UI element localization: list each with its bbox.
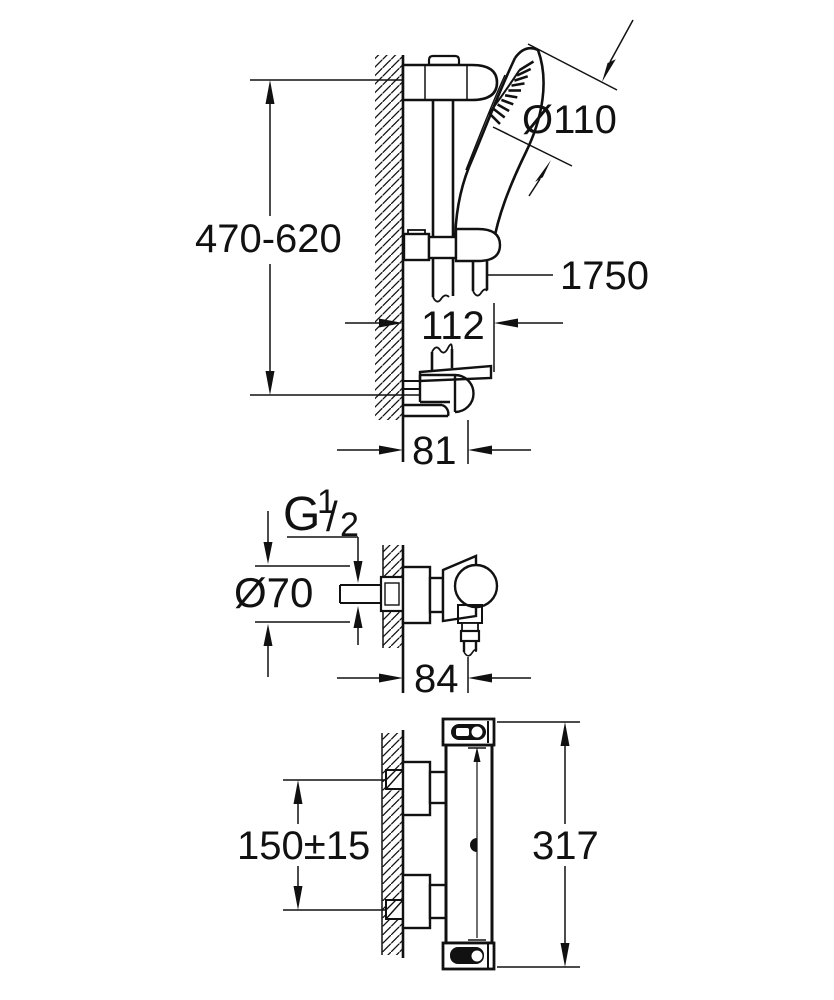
top-handle [441, 717, 496, 747]
dim-label-bracket-depth: 81 [412, 429, 457, 473]
internal-reference-line [468, 747, 486, 941]
dim-label-valve-depth: 84 [414, 657, 459, 701]
dim-connection-distance: 150±15 [237, 779, 386, 911]
top-handle-button [471, 726, 483, 738]
view-valve-front: 150±15 317 [237, 717, 599, 971]
dim-holder-depth: 112 [345, 303, 563, 372]
holder-knob [402, 232, 431, 262]
shower-rail-tube [431, 100, 455, 297]
shower-hose [471, 261, 489, 291]
arrowhead-diag-down [602, 59, 616, 82]
flow-marker [470, 838, 477, 852]
holder-clamp [427, 235, 458, 260]
arrowhead-up [265, 80, 275, 104]
arrowhead-diag-up [535, 160, 551, 182]
hand-shower-inner-edge [453, 57, 517, 247]
thermostat-body [444, 743, 494, 945]
lower-s-union [385, 873, 448, 930]
valve-neck [428, 576, 445, 614]
view-valve-side: G 1 / 2 Ø70 84 [234, 483, 531, 701]
thread-numerator: 1 [317, 483, 336, 521]
hand-shower-handle-line [465, 74, 506, 171]
dim-label-rail-height: 470-620 [195, 217, 342, 261]
rail-top-screw-cover [427, 54, 461, 67]
spray-face-pattern [488, 60, 535, 125]
bottom-handle [441, 941, 496, 971]
dim-escutcheon-diameter: Ø70 [234, 511, 350, 677]
thread-denominator: 2 [340, 506, 359, 544]
dim-label-hose-length: 1750 [560, 254, 649, 298]
dim-label-body-height: 317 [532, 824, 599, 868]
bracket-round-end [454, 373, 475, 414]
rail-break-line [432, 294, 450, 303]
view-shower-rail: 470-620 Ø110 1750 112 [195, 19, 649, 473]
dim-body-height: 317 [497, 721, 599, 968]
rail-top-bracket [401, 63, 499, 102]
dim-hose-length: 1750 [488, 254, 649, 298]
thread-letter: G [283, 488, 320, 541]
rail-break-line-2 [431, 343, 453, 354]
dim-thread: G 1 / 2 [283, 483, 363, 645]
dim-head-diameter: Ø110 [492, 19, 634, 197]
hose-break-line-mid [463, 648, 477, 657]
bracket-base [403, 403, 450, 418]
thread-slash: / [326, 493, 338, 540]
bottom-handle-button [471, 950, 483, 962]
wall-hatch [375, 55, 403, 420]
holder-body [454, 227, 502, 263]
pipe-fitting [379, 575, 405, 613]
bottom-bracket [403, 364, 493, 418]
dim-label-holder-depth: 112 [421, 304, 485, 348]
dim-rail-height: 470-620 [195, 79, 420, 396]
dim-valve-depth: 84 [337, 657, 531, 701]
wall-hatch-bottom [382, 733, 403, 955]
dim-label-escutcheon-diameter: Ø70 [234, 569, 313, 616]
hand-shower-top-cap [513, 46, 539, 59]
escutcheon [401, 565, 432, 625]
dim-bracket-depth: 81 [337, 420, 531, 473]
shower-holder [402, 227, 502, 263]
dim-label-head-diameter: Ø110 [522, 98, 617, 142]
dim-label-connection-distance: 150±15 [237, 824, 370, 868]
arrowhead-down [265, 371, 275, 395]
hose-break-line [472, 288, 488, 297]
temperature-knob [453, 563, 499, 609]
hand-shower-outer-edge [491, 49, 545, 246]
upper-s-union [385, 760, 448, 817]
hose-clamp [459, 629, 481, 643]
